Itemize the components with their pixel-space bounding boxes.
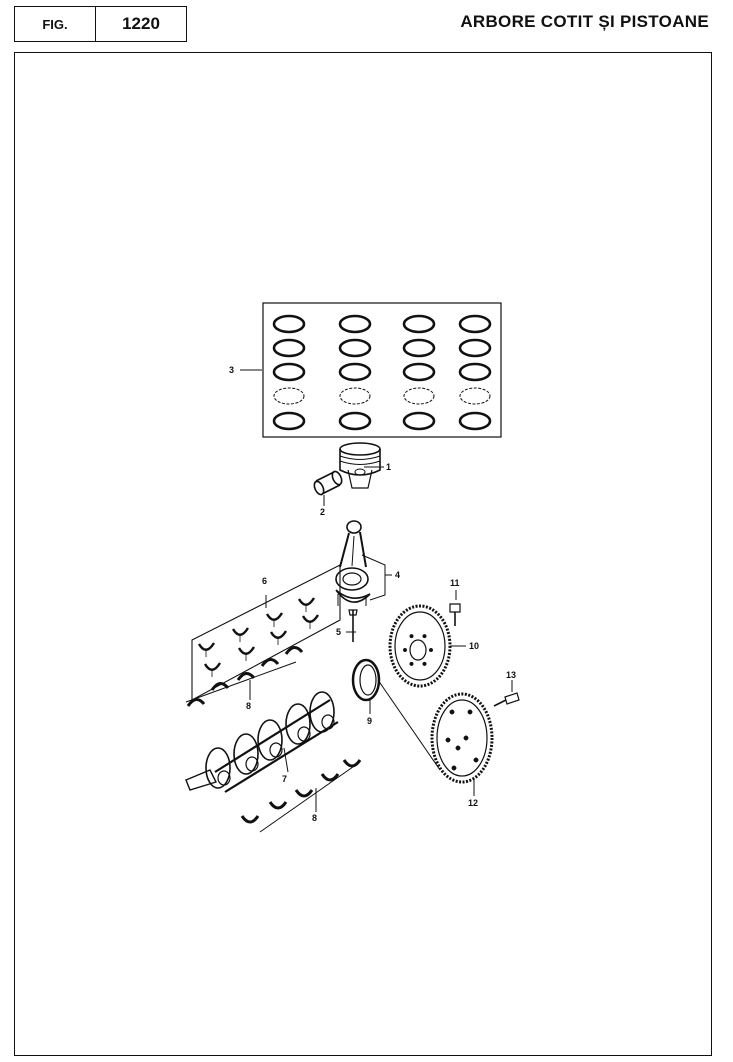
diagram-frame [14, 52, 712, 1056]
piston-ring [272, 362, 306, 382]
main-bearing-upper-drawing [185, 646, 304, 707]
callout-4: 4 [395, 570, 400, 580]
piston-ring [272, 411, 306, 431]
callout-8-upper: 8 [246, 701, 251, 711]
flywheel-hole [422, 661, 427, 666]
crankshaft-drawing [185, 691, 339, 793]
bearing-shell [237, 646, 256, 655]
flexplate-hole [473, 757, 479, 763]
piston-ring [458, 411, 492, 431]
piston-ring [458, 362, 492, 382]
page-title: ARBORE COTIT ȘI PISTOANE [460, 12, 709, 31]
flywheel-drawing [388, 604, 452, 688]
rod-bearing-panel [191, 564, 341, 701]
figure-number: 1220 [122, 14, 160, 33]
leader-lines [240, 369, 513, 812]
piston-ring [338, 411, 372, 431]
figure-label: FIG. [15, 7, 96, 41]
crank-counterweight [285, 703, 311, 745]
bearing-shell [197, 642, 216, 651]
bearing-shell [231, 627, 250, 636]
main-bearing-shell [236, 672, 256, 681]
piston-ring [402, 314, 436, 334]
rear-seal-drawing [351, 658, 441, 771]
flexplate-hole [451, 765, 457, 771]
main-bearing-shell [186, 698, 206, 707]
main-bearing-lower-drawing [240, 759, 362, 833]
piston-ring [273, 387, 305, 405]
callout-6: 6 [262, 576, 267, 586]
piston-drawing [339, 442, 381, 489]
callout-10: 10 [469, 641, 479, 651]
callout-12: 12 [468, 798, 478, 808]
bearing-shell [269, 630, 288, 639]
piston-ring [272, 338, 306, 358]
main-bearing-shell [210, 682, 230, 691]
callout-5: 5 [336, 627, 341, 637]
main-bearing-shell [284, 646, 304, 655]
piston-ring [272, 314, 306, 334]
flexplate-hole [455, 745, 461, 751]
callout-9: 9 [367, 716, 372, 726]
flywheel-hole [428, 647, 434, 653]
piston-ring [338, 362, 372, 382]
crank-journal [245, 756, 259, 772]
flywheel-hole [422, 634, 427, 639]
flexplate-hole [467, 709, 473, 715]
main-bearing-shell [320, 773, 340, 782]
main-bearing-shell [260, 658, 280, 667]
main-bearing-shell [294, 789, 314, 798]
main-bearing-shell [240, 815, 260, 824]
callout-13: 13 [506, 670, 516, 680]
callout-2: 2 [320, 507, 325, 517]
flexplate-hole [449, 709, 455, 715]
main-bearing-shell [342, 759, 362, 768]
flywheel-bolt-drawing [449, 603, 461, 626]
crank-counterweight [205, 747, 231, 789]
flexplate-bolt-drawing [493, 692, 520, 707]
piston-ring [458, 314, 492, 334]
piston-ring [338, 314, 372, 334]
callout-8-lower: 8 [312, 813, 317, 823]
flexplate-hole [463, 735, 469, 741]
flywheel-hole [409, 634, 414, 639]
ring-set-panel [262, 302, 502, 438]
callout-1: 1 [386, 462, 391, 472]
figure-id-box: FIG. 1220 [14, 6, 187, 42]
connecting-rod-drawing [335, 520, 371, 606]
piston-ring [402, 362, 436, 382]
piston-pin-drawing [313, 470, 343, 496]
piston-ring [459, 387, 491, 405]
rod-bolt-drawing [348, 609, 358, 642]
callout-7: 7 [282, 774, 287, 784]
crank-counterweight [233, 733, 259, 775]
callout-3: 3 [229, 365, 234, 375]
piston-ring [403, 387, 435, 405]
crank-journal [269, 742, 283, 758]
flywheel-hole [402, 647, 408, 653]
flexplate-drawing [430, 692, 494, 784]
piston-ring [338, 338, 372, 358]
crank-counterweight [257, 719, 283, 761]
bearing-shell [297, 597, 316, 606]
main-bearing-shell [268, 801, 288, 810]
callout-11: 11 [450, 578, 460, 588]
piston-ring [339, 387, 371, 405]
piston-ring [402, 411, 436, 431]
bearing-shell [265, 612, 284, 621]
piston-ring [402, 338, 436, 358]
bearing-shell [203, 662, 222, 671]
flexplate-hole [445, 737, 451, 743]
crank-journal [217, 770, 231, 786]
bearing-shell [301, 614, 320, 623]
piston-ring [458, 338, 492, 358]
crank-journal [297, 726, 311, 742]
flywheel-hole [409, 661, 414, 666]
